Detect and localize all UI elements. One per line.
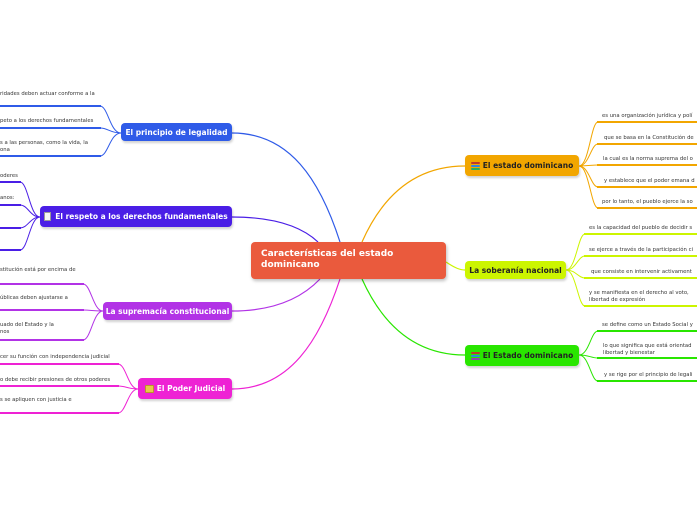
- leaf-estado-1[interactable]: es una organización jurídica y polí: [602, 113, 693, 119]
- leaf-respeto-1[interactable]: oderes: [0, 173, 18, 179]
- folder-icon: [144, 384, 154, 393]
- topic-principio-legalidad[interactable]: El principio de legalidad: [121, 123, 232, 141]
- leaf-judicial-1[interactable]: cer su función con independencia judicia…: [0, 354, 110, 360]
- central-topic[interactable]: Características del estado dominicano: [251, 242, 446, 279]
- leaf-estado-2[interactable]: que se basa en la Constitución de: [604, 135, 694, 141]
- leaf-legalidad-3[interactable]: s a las personas, como la vida, la ona: [0, 140, 89, 153]
- topic-label: El Poder Judicial: [156, 384, 226, 393]
- leaf-estado-4[interactable]: y establece que el poder emana d: [604, 178, 695, 184]
- books-icon: [470, 351, 480, 360]
- topic-label: El estado dominicano: [482, 161, 574, 170]
- topic-label: El principio de legalidad: [125, 127, 228, 137]
- topic-soberania-nacional[interactable]: La soberanía nacional: [465, 261, 566, 279]
- leaf-supremacia-2[interactable]: úblicas deben ajustarse a: [0, 295, 68, 301]
- topic-estado-dominicano[interactable]: El estado dominicano: [465, 155, 579, 176]
- topic-poder-judicial[interactable]: El Poder Judicial: [138, 378, 232, 399]
- leaf-supremacia-3[interactable]: uado del Estado y la nos: [0, 322, 54, 335]
- leaf-soberania-3[interactable]: que consiste en intervenir activament: [591, 269, 692, 275]
- leaf-judicial-3[interactable]: s se apliquen con justicia e: [0, 397, 72, 403]
- leaf-legalidad-1[interactable]: ridades deben actuar conforme a la: [0, 91, 95, 97]
- leaf-estado-social-3[interactable]: y se rige por el principio de legali: [604, 372, 693, 378]
- topic-label: El Estado dominicano: [482, 351, 574, 360]
- leaf-respeto-2[interactable]: anos:: [0, 195, 15, 201]
- leaf-judicial-2[interactable]: o debe recibir presiones de otros podere…: [0, 377, 111, 383]
- topic-label: La supremacía constitucional: [105, 306, 230, 316]
- leaf-estado-3[interactable]: la cual es la norma suprema del o: [603, 156, 693, 162]
- document-icon: [44, 212, 52, 221]
- topic-respeto-derechos[interactable]: El respeto a los derechos fundamentales: [40, 206, 232, 227]
- topic-supremacia-constitucional[interactable]: La supremacía constitucional: [103, 302, 232, 320]
- topic-label: La soberanía nacional: [469, 265, 562, 275]
- leaf-soberania-1[interactable]: es la capacidad del pueblo de decidir s: [589, 225, 693, 231]
- leaf-estado-social-1[interactable]: se define como un Estado Social y: [602, 322, 693, 328]
- leaf-soberania-2[interactable]: se ejerce a través de la participación c…: [589, 247, 693, 253]
- topic-estado-dominicano-social[interactable]: El Estado dominicano: [465, 345, 579, 366]
- leaf-supremacia-1[interactable]: stitución está por encima de: [0, 267, 76, 273]
- leaf-soberania-4[interactable]: y se manifiesta en el derecho al voto, l…: [589, 290, 689, 303]
- central-topic-label: Características del estado dominicano: [261, 249, 394, 270]
- leaf-legalidad-2[interactable]: peto a los derechos fundamentales: [0, 118, 94, 124]
- leaf-estado-social-2[interactable]: lo que significa que está orientad liber…: [603, 343, 692, 356]
- books-icon: [470, 161, 480, 170]
- topic-label: El respeto a los derechos fundamentales: [55, 212, 228, 221]
- leaf-estado-5[interactable]: por lo tanto, el pueblo ejerce la so: [602, 199, 693, 205]
